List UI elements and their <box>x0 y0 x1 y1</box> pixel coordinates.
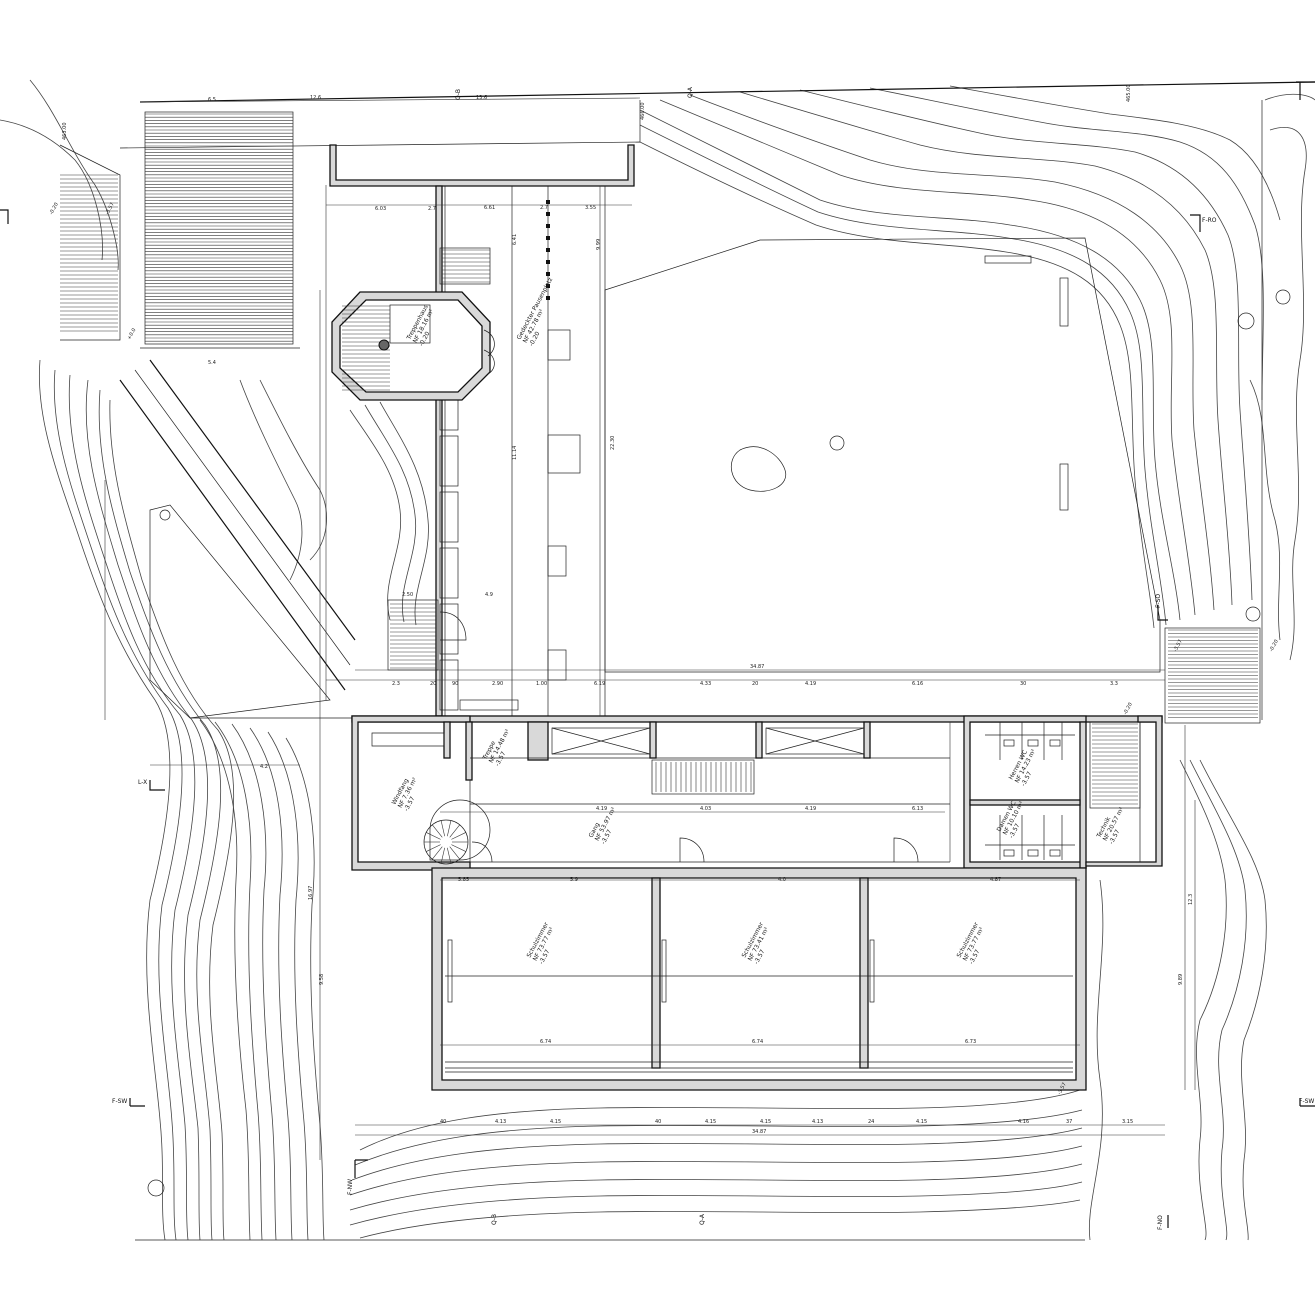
dim-corr-1: 4.19 <box>596 806 607 812</box>
dim-overall-top: 34.87 <box>750 664 764 670</box>
level-label-5: -3.57 <box>1172 639 1183 653</box>
dim-misc-9: 2.50 <box>402 592 413 598</box>
dim-top-2: 20 <box>430 681 436 687</box>
dim-top-5: 1.00 <box>536 681 547 687</box>
room-label-classroom-2: Schulzimmer NF 73.41 m² -3.57 <box>741 921 771 966</box>
dim-top-14: 2.7 <box>428 206 436 212</box>
section-markers <box>0 81 1315 1228</box>
stair-tower <box>331 291 495 401</box>
dim-misc-15: 5.9 <box>570 877 578 883</box>
dim-bottom-6: 4.15 <box>760 1119 771 1125</box>
level-label-3: +0.0 <box>126 327 137 341</box>
dim-misc-4: 5.4 <box>208 360 216 366</box>
room-label-windfang: Windfang NF 7.36 m² -3.57 <box>391 776 419 813</box>
dim-class-2: 6.74 <box>752 1039 763 1045</box>
dim-misc-12: 11.14 <box>512 446 518 460</box>
axis-labels: Q-B Q-A F-RO F-SO F-SW F-SW F-NW L-X Q-B… <box>112 86 1314 1230</box>
terrain-contours <box>0 79 1315 1241</box>
dim-bottom-4: 40 <box>655 1119 661 1125</box>
dim-misc-13: 9.99 <box>596 239 602 250</box>
axis-f-no: F-NO <box>1157 1215 1164 1230</box>
dim-v-3: 9.58 <box>319 974 325 985</box>
level-labels: -0.20 -3.57 +0.0 -0.20 -3.57 -3.57 -0.20… <box>48 85 1279 1096</box>
dim-top-9: 4.19 <box>805 681 816 687</box>
level-label-10: 466.00 <box>640 103 646 121</box>
dim-class-3: 6.73 <box>965 1039 976 1045</box>
dim-bottom-9: 4.15 <box>916 1119 927 1125</box>
level-label-9: 463.00 <box>62 123 68 141</box>
main-building <box>351 699 1163 1091</box>
stairs-right-exterior <box>1164 627 1261 724</box>
level-label-6: -3.57 <box>1056 1082 1067 1096</box>
dim-bottom-1: 40 <box>440 1119 446 1125</box>
dim-misc-2: 12.6 <box>310 95 321 101</box>
axis-f-nw: F-NW <box>347 1179 354 1195</box>
dim-misc-16: 4.0 <box>778 877 786 883</box>
dim-top-8: 20 <box>752 681 758 687</box>
stairs-entrance <box>387 599 467 671</box>
dim-class-1: 6.74 <box>540 1039 551 1045</box>
axis-f-sw-right: F-SW <box>1299 1098 1314 1105</box>
axis-q-b-bottom: Q-B <box>491 1214 498 1225</box>
stairs-left-terrace <box>144 111 294 345</box>
dim-top-7: 4.33 <box>700 681 711 687</box>
dim-top-1: 2.3 <box>392 681 400 687</box>
dim-top-10: 6.16 <box>912 681 923 687</box>
dim-misc-8: 3.55 <box>585 205 596 211</box>
dimension-labels: 34.87 34.87 2.3 20 90 2.90 1.00 6.19 4.3… <box>208 95 1194 1135</box>
dim-bottom-2: 4.13 <box>495 1119 506 1125</box>
dim-v-1: 22.30 <box>610 436 616 450</box>
axis-f-so: F-SO <box>1155 594 1162 608</box>
dim-top-6: 6.19 <box>594 681 605 687</box>
level-label-2: -3.57 <box>104 202 115 216</box>
dim-top-3: 90 <box>452 681 458 687</box>
room-label-treppe: Treppe NF 14.48 m² -3.57 <box>481 728 512 768</box>
room-label-technik: Technik NF 20.57 m² -3.57 <box>1095 806 1126 846</box>
level-label-1: -0.20 <box>48 202 59 216</box>
dim-v-5: 12.3 <box>1188 894 1194 905</box>
dim-bottom-5: 4.15 <box>705 1119 716 1125</box>
dim-bottom-3: 4.15 <box>550 1119 561 1125</box>
dimension-lines <box>104 97 1196 1160</box>
stairs-west-exterior <box>59 144 121 341</box>
axis-l-x: L-X <box>138 779 147 786</box>
level-label-8: 465.00 <box>1126 85 1132 103</box>
axis-q-a-top: Q-A <box>687 86 694 98</box>
dim-v-2: 16.97 <box>308 886 314 900</box>
upper-wall-structure <box>329 144 635 717</box>
axis-q-b-top: Q-B <box>455 89 462 100</box>
dim-top-12: 3.3 <box>1110 681 1118 687</box>
axis-f-sw-left: F-SW <box>112 1098 127 1105</box>
dim-bottom-12: 4.16 <box>1018 1119 1029 1125</box>
dim-bottom-7: 4.13 <box>812 1119 823 1125</box>
dim-misc-1: 13.6 <box>476 95 487 101</box>
level-label-7: -0.20 <box>1122 702 1133 716</box>
level-label-4: -0.20 <box>1268 639 1279 653</box>
axis-q-a-bottom: Q-A <box>699 1213 706 1225</box>
dim-misc-6: 6.61 <box>484 205 495 211</box>
dim-top-13: 6.03 <box>375 206 386 212</box>
dim-corr-3: 4.19 <box>805 806 816 812</box>
dim-misc-14: 5.85 <box>458 877 469 883</box>
dim-overall-bottom: 34.87 <box>752 1129 766 1135</box>
dim-misc-5: 4.2 <box>260 764 268 770</box>
dim-misc-3: 6.5 <box>208 97 216 103</box>
dim-corr-4: 6.13 <box>912 806 923 812</box>
dim-bottom-10: 37 <box>1066 1119 1072 1125</box>
dim-top-11: 30 <box>1020 681 1026 687</box>
room-label-wc-men: Herren WC NF 14.23 m² -3.57 <box>1008 748 1038 788</box>
room-label-covered-yard: Gedeckter Pausenplatz NF 42.78 m² -0.20 <box>516 277 555 348</box>
dim-corr-2: 4.03 <box>700 806 711 812</box>
dim-top-4: 2.90 <box>492 681 503 687</box>
dim-misc-10: 4.9 <box>485 592 493 598</box>
dim-bottom-11: 3.15 <box>1122 1119 1133 1125</box>
dim-v-4: 9.89 <box>1178 974 1184 985</box>
dim-misc-11: 6.41 <box>512 234 518 245</box>
dim-misc-17: 4.87 <box>990 877 1001 883</box>
dim-bottom-8: 24 <box>868 1119 874 1125</box>
dim-misc-7: 2.7 <box>540 205 548 211</box>
axis-f-ro: F-RO <box>1202 217 1217 224</box>
